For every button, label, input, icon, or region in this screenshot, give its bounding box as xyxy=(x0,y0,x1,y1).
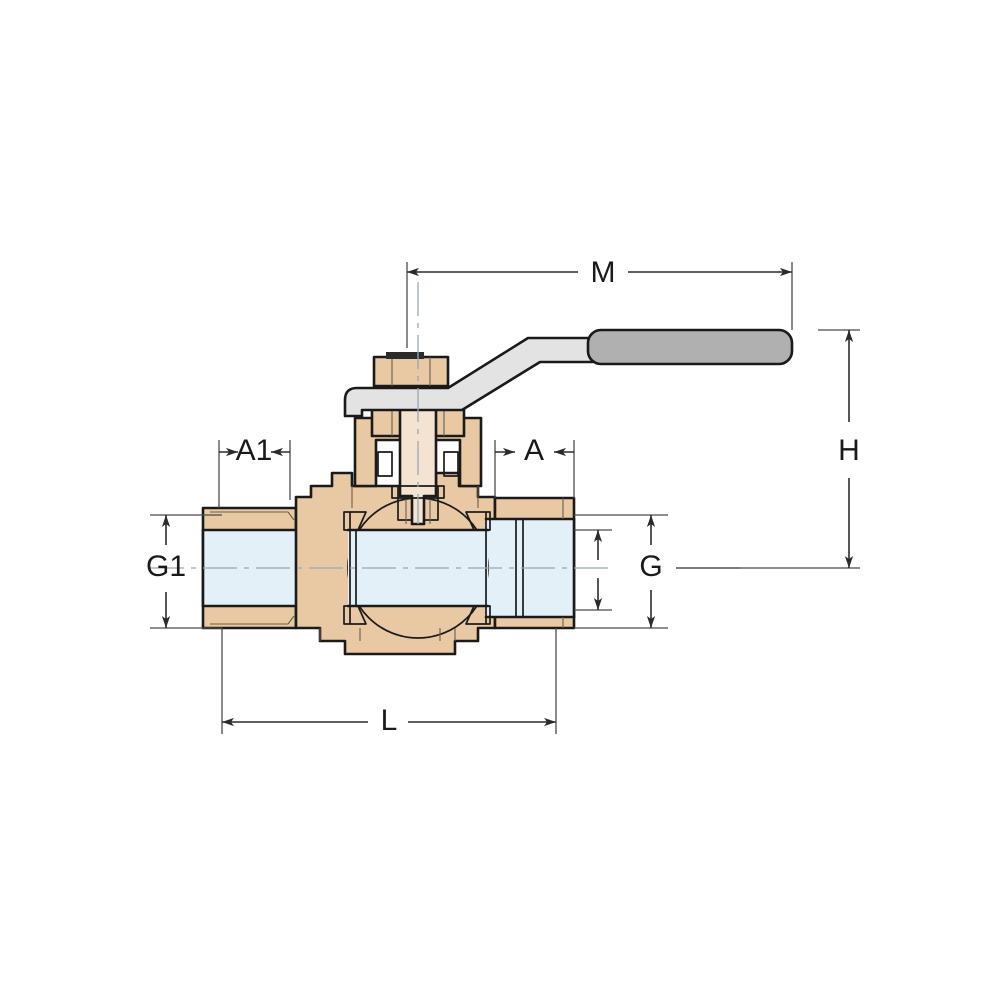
centerlines xyxy=(150,282,610,569)
stem-nut-facets xyxy=(391,357,431,386)
dimension-H: H xyxy=(676,329,860,569)
right-port xyxy=(484,496,576,630)
stem-collar xyxy=(391,485,445,499)
dimension-G1: G1 xyxy=(146,514,222,629)
dim-G-label: G xyxy=(639,550,662,583)
left-thread-hair xyxy=(210,511,288,625)
dimension-G-inner xyxy=(574,529,612,611)
dimension-G: G xyxy=(574,514,740,629)
seat-left-upper xyxy=(343,511,367,531)
body-base-hair xyxy=(319,628,456,641)
seat-right-upper xyxy=(465,511,491,531)
dimension-L: L xyxy=(221,628,557,737)
dimension-annotations: M H A xyxy=(146,256,860,737)
handle-arm xyxy=(343,336,594,418)
dim-L-label: L xyxy=(381,704,398,737)
packing-seal-left xyxy=(377,451,393,477)
dimension-A1: A1 xyxy=(218,434,291,508)
lever-handle xyxy=(343,328,794,418)
left-thread-chamfer xyxy=(287,511,295,625)
dim-A1-label: A1 xyxy=(236,434,273,467)
dimension-A: A xyxy=(494,434,575,498)
valve-assembly xyxy=(150,282,794,656)
stem-hex-nut xyxy=(372,355,450,388)
packing-seal-right xyxy=(443,451,459,477)
handle-grip xyxy=(586,328,794,366)
dim-M-label: M xyxy=(591,256,616,289)
dim-H-label: H xyxy=(838,434,860,467)
seat-right-lower xyxy=(465,605,491,625)
ball-slot-hair xyxy=(405,498,431,524)
body-underside-hair xyxy=(359,628,441,641)
ball-bore-edges xyxy=(346,528,490,608)
body-shoulder-hair xyxy=(351,486,479,508)
stem-nut-washer xyxy=(386,352,424,359)
dim-G1-label: G1 xyxy=(146,550,186,583)
right-bore-edges xyxy=(484,517,576,619)
body-detail-lines xyxy=(319,486,479,641)
dimension-M: M xyxy=(406,256,793,348)
seat-left-lower xyxy=(343,605,367,625)
dim-A-label: A xyxy=(524,434,544,467)
